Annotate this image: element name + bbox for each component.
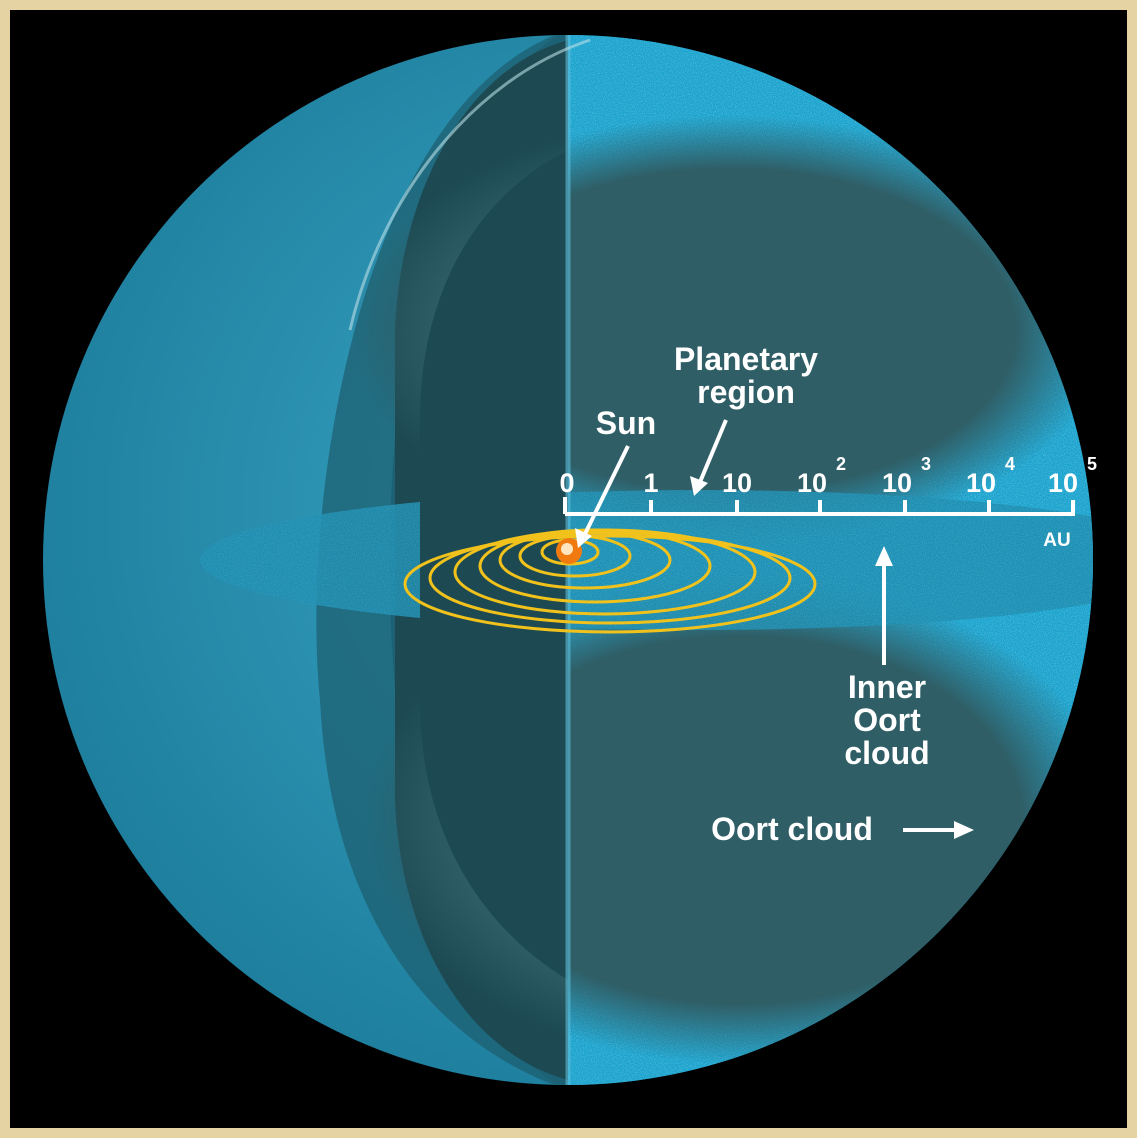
unit-label: AU	[1043, 530, 1070, 551]
oort-cloud-label: Oort cloud	[711, 811, 873, 847]
tick-exponent: 3	[921, 454, 931, 474]
tick-label: 10	[966, 468, 996, 498]
sun-label: Sun	[596, 405, 656, 441]
tick-label: 10	[722, 468, 752, 498]
inner-oort-label-2: Oort	[853, 702, 921, 738]
tick-exponent: 4	[1005, 454, 1015, 474]
planetary-orbits	[403, 528, 817, 634]
tick-label: 10	[1048, 468, 1078, 498]
inner-oort-label: Inner	[848, 669, 926, 705]
tick-label: 1	[643, 468, 658, 498]
tick-label: 10	[882, 468, 912, 498]
tick-label: 0	[559, 468, 574, 498]
annotation-arrows	[575, 419, 974, 839]
au-scale	[563, 497, 1075, 516]
tick-exponent: 2	[836, 454, 846, 474]
tick-label: 10	[797, 468, 827, 498]
planetary-region-label: Planetary	[674, 341, 818, 377]
tick-exponent: 5	[1087, 454, 1097, 474]
planetary-region-label-2: region	[697, 374, 795, 410]
inner-oort-label-3: cloud	[844, 735, 929, 771]
